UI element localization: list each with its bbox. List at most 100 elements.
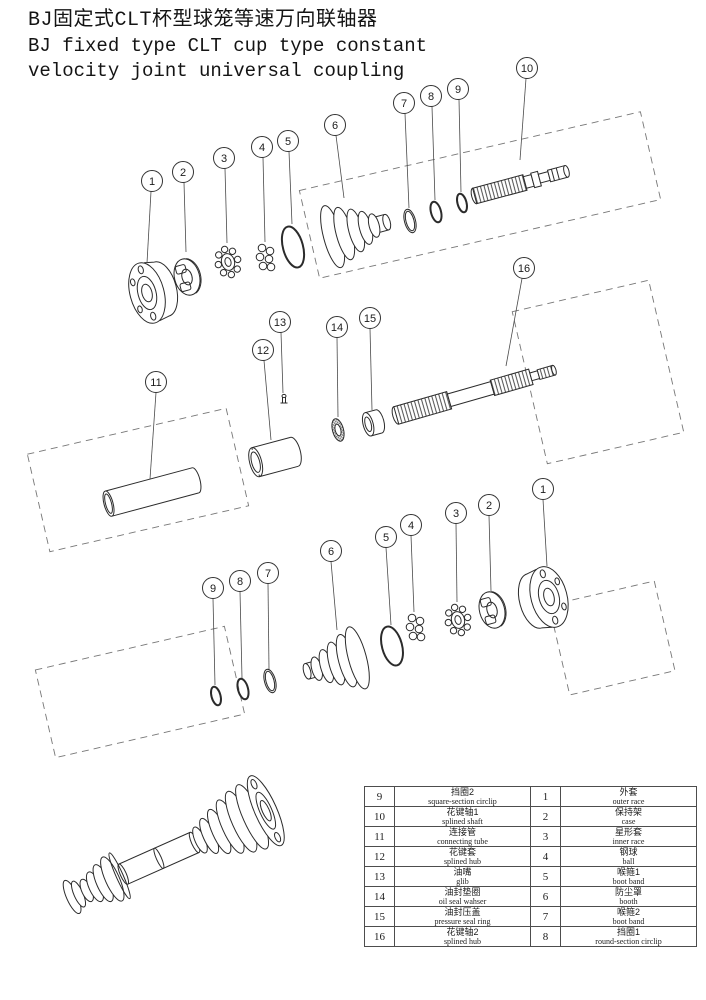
part-number: 13 xyxy=(364,866,395,887)
callout-top-10: 10 xyxy=(516,57,538,161)
part-boot-band-small-bottom xyxy=(236,677,250,701)
svg-text:5: 5 xyxy=(285,136,291,148)
phantom-boxes xyxy=(26,111,685,759)
top-assembly xyxy=(128,164,570,324)
title-english-line1: BJ fixed type CLT cup type constant xyxy=(28,35,428,57)
callout-top-3: 3 xyxy=(213,147,235,244)
part-oil-seal-washer xyxy=(331,418,345,442)
part-number: 4 xyxy=(530,846,561,867)
part-name-en: square-section circlip xyxy=(428,797,497,806)
part-name-zh: 花键轴1 xyxy=(446,807,479,817)
part-name-en: pressure seal ring xyxy=(434,917,491,926)
callout-bot-4: 4 xyxy=(400,514,422,613)
svg-text:14: 14 xyxy=(331,322,343,334)
part-name-en: case xyxy=(621,817,636,826)
svg-text:6: 6 xyxy=(328,546,334,558)
part-outer-flange-bottom xyxy=(517,566,569,629)
part-number: 6 xyxy=(530,886,561,907)
part-name-en: boot band xyxy=(612,877,645,886)
part-connecting-tube xyxy=(102,467,202,517)
svg-text:4: 4 xyxy=(408,520,414,532)
callout-top-1: 1 xyxy=(141,170,163,264)
part-name-en: connecting tube xyxy=(437,837,488,846)
callout-top-4: 4 xyxy=(251,136,273,243)
part-name-zh: 挡圈1 xyxy=(616,927,640,937)
part-name-en: boot band xyxy=(612,917,645,926)
svg-text:4: 4 xyxy=(259,142,265,154)
part-boot-bottom xyxy=(302,626,370,690)
title-chinese: BJ固定式CLT杯型球笼等速万向联轴器 xyxy=(28,9,378,32)
part-balls-bottom xyxy=(405,613,426,642)
part-boot-band-large-top xyxy=(403,208,417,234)
part-number: 15 xyxy=(364,906,395,927)
callout-bot-1: 1 xyxy=(532,478,554,567)
part-name-en: glib xyxy=(456,877,469,886)
part-number: 7 xyxy=(530,906,561,927)
assembled-coupling-drawing xyxy=(62,775,285,915)
callout-mid-12: 12 xyxy=(252,339,274,441)
part-boot-band-small-top xyxy=(429,200,443,224)
svg-text:7: 7 xyxy=(265,568,271,580)
svg-text:7: 7 xyxy=(401,98,407,110)
svg-text:2: 2 xyxy=(486,500,492,512)
svg-text:15: 15 xyxy=(364,313,376,325)
svg-text:5: 5 xyxy=(383,532,389,544)
part-balls-top xyxy=(255,243,276,272)
callout-bot-9: 9 xyxy=(202,577,224,686)
part-name-en: round-section circlip xyxy=(595,937,662,946)
callout-bot-8: 8 xyxy=(229,570,251,679)
part-name-en: booth xyxy=(619,897,638,906)
part-name-zh: 喉箍2 xyxy=(616,907,640,917)
svg-text:3: 3 xyxy=(221,153,227,165)
svg-text:9: 9 xyxy=(455,84,461,96)
callout-top-5: 5 xyxy=(277,130,299,225)
part-name-en: splined hub xyxy=(443,937,482,946)
callout-bot-6: 6 xyxy=(320,540,342,631)
part-name-zh: 喉箍1 xyxy=(616,867,640,877)
part-number: 12 xyxy=(364,846,395,867)
callout-top-7: 7 xyxy=(393,92,415,209)
callouts-middle: 11 12 13 14 15 16 xyxy=(145,257,535,480)
svg-text:13: 13 xyxy=(274,317,286,329)
svg-text:9: 9 xyxy=(210,583,216,595)
callout-top-6: 6 xyxy=(324,114,346,199)
part-name-en: outer race xyxy=(612,797,645,806)
bottom-assembly xyxy=(210,566,569,707)
part-number: 14 xyxy=(364,886,395,907)
part-number: 9 xyxy=(364,786,395,807)
part-boot-band-large-bottom xyxy=(263,668,277,694)
svg-text:12: 12 xyxy=(257,345,269,357)
callout-bot-5: 5 xyxy=(375,526,397,626)
part-outer-flange-top xyxy=(128,261,179,324)
part-circlip-large-top xyxy=(280,225,306,269)
title-block: BJ固定式CLT杯型球笼等速万向联轴器 BJ fixed type CLT cu… xyxy=(28,8,427,84)
part-number: 11 xyxy=(364,826,395,847)
part-number: 2 xyxy=(530,806,561,827)
part-number: 8 xyxy=(530,926,561,947)
part-name-zh: 星形套 xyxy=(614,827,642,837)
callout-bot-3: 3 xyxy=(445,502,467,603)
svg-text:16: 16 xyxy=(518,263,530,275)
part-name-zh: 油嘴 xyxy=(453,867,472,877)
part-name-en: splined hub xyxy=(443,857,482,866)
part-inner-race-bottom xyxy=(444,603,472,637)
part-circlip-round-top xyxy=(456,192,468,214)
callout-top-9: 9 xyxy=(447,78,469,193)
part-name-zh: 保持架 xyxy=(614,807,642,817)
